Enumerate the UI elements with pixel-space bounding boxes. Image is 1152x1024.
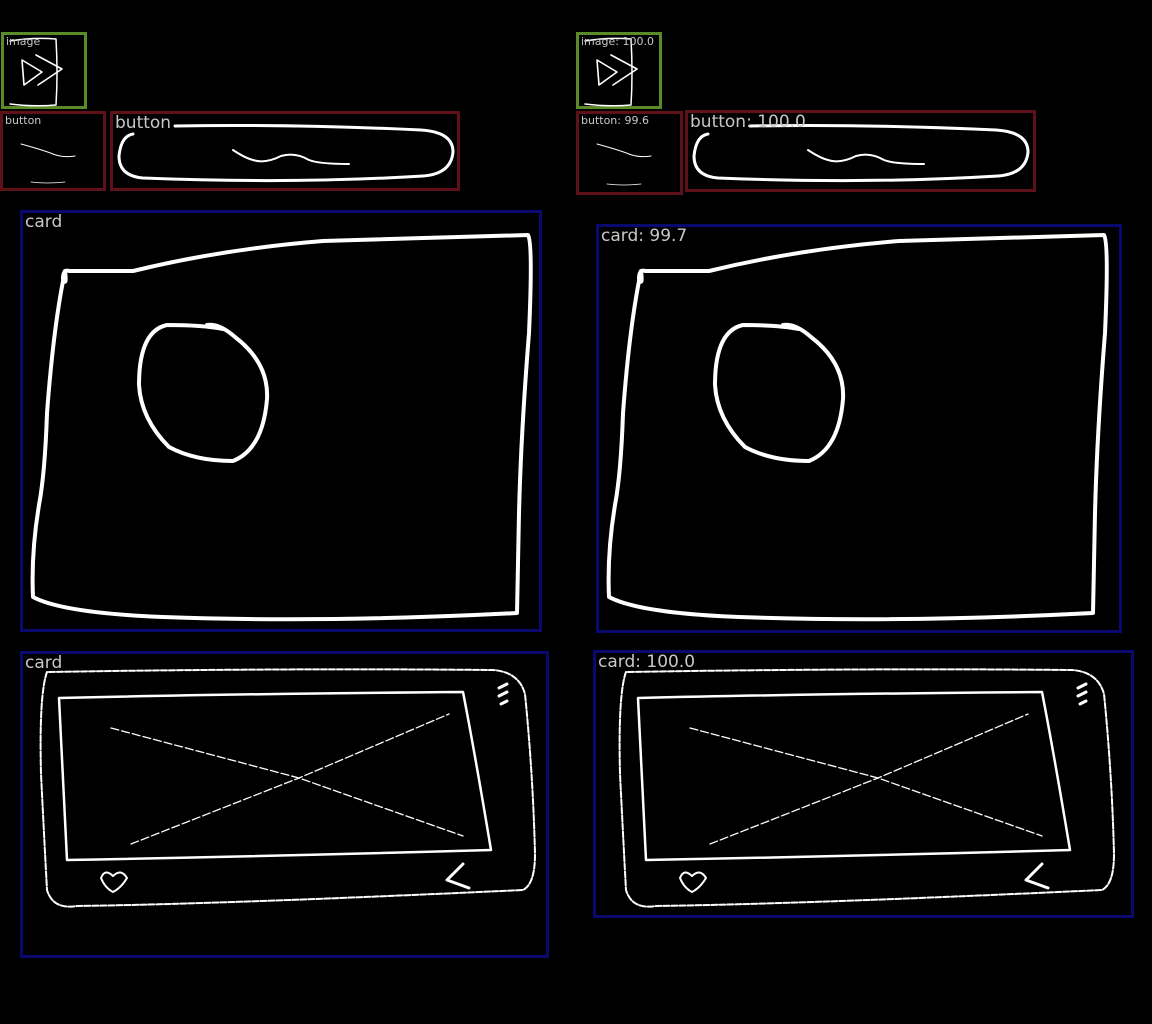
card-device-detection-label: card bbox=[25, 655, 62, 672]
card-device-detection-box: card: 100.0 bbox=[593, 650, 1134, 918]
card-photo-detection-label: card bbox=[25, 214, 62, 231]
image-detection-label: image: 100.0 bbox=[581, 36, 654, 47]
image-detection-box: image bbox=[1, 32, 87, 109]
card-device-detection-label: card: 100.0 bbox=[598, 654, 695, 671]
circle-in-frame-sketch bbox=[23, 213, 545, 635]
card-photo-detection-label: card: 99.7 bbox=[601, 228, 687, 245]
card-device-detection-box: card bbox=[20, 651, 549, 958]
prediction-panel: image: 100.0 button: 99.6 button: 100.0 … bbox=[576, 0, 1152, 1024]
button-small-detection-label: button: 99.6 bbox=[581, 115, 649, 126]
button-small-detection-box: button bbox=[0, 111, 106, 191]
button-wide-detection-label: button: 100.0 bbox=[690, 114, 806, 131]
ground-truth-panel: image button button card card bbox=[0, 0, 576, 1024]
image-placeholder-with-heart-and-share-sketch bbox=[23, 654, 552, 961]
image-placeholder-with-heart-and-share-sketch bbox=[596, 653, 1137, 921]
image-detection-label: image bbox=[6, 36, 40, 47]
button-wide-detection-box: button: 100.0 bbox=[685, 110, 1036, 192]
button-wide-detection-box: button bbox=[110, 111, 460, 191]
image-detection-box: image: 100.0 bbox=[576, 32, 662, 109]
button-wide-detection-label: button bbox=[115, 115, 171, 132]
button-small-detection-label: button bbox=[5, 115, 41, 126]
card-photo-detection-box: card: 99.7 bbox=[596, 224, 1122, 633]
circle-in-frame-sketch bbox=[599, 227, 1125, 636]
button-small-detection-box: button: 99.6 bbox=[576, 111, 683, 195]
card-photo-detection-box: card bbox=[20, 210, 542, 632]
